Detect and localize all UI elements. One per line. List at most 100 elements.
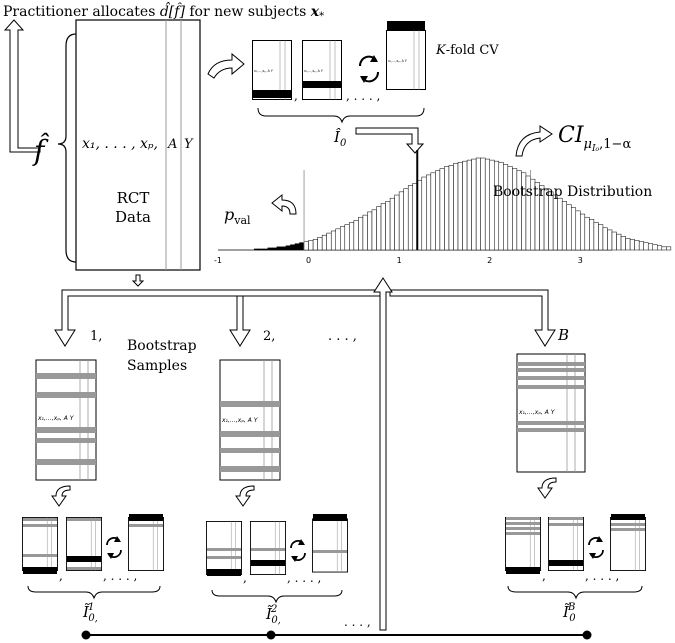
histogram-bar <box>321 234 327 251</box>
kfold-sep: , <box>294 89 298 103</box>
histogram-bar <box>557 197 563 251</box>
histogram-bar <box>403 188 409 251</box>
histogram-bar <box>575 210 581 251</box>
histogram-bar <box>652 244 658 251</box>
histogram-bar <box>380 203 386 251</box>
histogram-bar <box>376 206 382 251</box>
histogram-bar <box>552 194 558 251</box>
histogram-bar <box>457 161 463 251</box>
histogram-bar <box>462 160 468 251</box>
branch-label-b: B <box>557 326 569 344</box>
histogram-bar <box>267 247 273 251</box>
collection-line <box>81 630 592 640</box>
histogram-bar <box>349 222 355 251</box>
row2-sep: , <box>243 571 247 585</box>
branch-label-2: 2, <box>263 329 275 344</box>
histogram-bar <box>466 159 472 251</box>
svg-text:x₁,…,xₚ, A Y: x₁,…,xₚ, A Y <box>518 409 556 416</box>
histogram-bar <box>285 245 291 251</box>
rct-a-label: A <box>167 137 177 152</box>
kfold-brace <box>257 107 425 124</box>
rowb-sep: , <box>542 569 546 583</box>
histogram-bar <box>507 166 513 251</box>
histogram-bar <box>607 229 613 251</box>
histogram-bar <box>634 240 640 251</box>
histogram-bar <box>294 243 300 251</box>
header-text: Practitioner allocates d̂[f̂] for new su… <box>3 1 324 22</box>
histogram-bar <box>426 174 432 251</box>
histogram-bar <box>647 243 654 251</box>
histogram-bar <box>439 168 445 251</box>
histogram-bar <box>589 219 595 251</box>
pval-arrow <box>271 193 297 215</box>
cv-row-1 <box>22 514 164 574</box>
histogram-bar <box>453 163 459 251</box>
histogram-bar <box>317 237 323 251</box>
histogram-bar <box>489 159 495 251</box>
histogram-bar <box>512 168 518 251</box>
pval-label: pval <box>224 205 251 227</box>
histogram-bar <box>276 246 282 251</box>
histogram-bar <box>484 158 490 251</box>
branch-label-1: 1, <box>90 329 102 344</box>
histogram-bar <box>308 240 314 251</box>
svg-text:x₁,…,xₚ, A Y: x₁,…,xₚ, A Y <box>221 417 259 424</box>
kfold-mini-k: x₁,…,xₚ, A Y <box>386 21 426 91</box>
ci-label: CIμI₀,1−α <box>558 123 631 154</box>
histogram-bar <box>616 233 622 251</box>
histogram-bar <box>661 246 667 251</box>
kfold-mini-1: x₁,…,xₚ, A Y <box>252 40 292 100</box>
histogram-bar <box>258 248 264 251</box>
arrow-to-histogram <box>355 127 425 154</box>
distribution-pipes <box>54 277 556 631</box>
kfold-dots: , . . . , <box>346 89 380 103</box>
rct-data-box <box>75 19 201 271</box>
histogram-bar <box>340 226 346 251</box>
histogram-bar <box>367 211 373 251</box>
kfold-mini-2: x₁,…,xₚ, A Y <box>302 40 342 100</box>
bottom-braces <box>27 585 643 604</box>
histogram-bar <box>657 245 663 251</box>
cv-row-2 <box>206 514 348 576</box>
histogram-bar <box>643 242 649 251</box>
histogram-bar <box>263 248 269 251</box>
histogram-bar <box>598 224 604 251</box>
rct-label-line2: Data <box>115 208 151 226</box>
histogram-bar <box>358 216 364 251</box>
histogram-tick-label: 1 <box>397 256 402 265</box>
cv-row-1-cycle-icon <box>106 536 122 559</box>
histogram-bar <box>435 170 441 251</box>
bootstrap-samples-line1: Bootstrap <box>127 338 197 354</box>
histogram-bar <box>561 201 567 251</box>
histogram-bar <box>272 247 278 251</box>
f-hat-label: f̂ <box>32 133 50 167</box>
rowb-dots: , . . . , <box>585 569 619 583</box>
histogram-bar <box>593 222 599 251</box>
rct-label-line1: RCT <box>117 189 150 207</box>
bootstrap-sample-2: x₁,…,xₚ, A Y <box>219 359 281 481</box>
histogram-bar <box>253 248 260 251</box>
svg-text:x₁,…,xₚ, A Y: x₁,…,xₚ, A Y <box>388 59 407 63</box>
histogram-bar <box>480 157 486 251</box>
histogram-bar <box>566 204 572 251</box>
histogram-bar <box>335 228 341 251</box>
histogram-bar <box>625 238 631 251</box>
histogram-bar <box>602 227 608 251</box>
histogram-bar <box>398 191 404 251</box>
histogram-bar <box>498 161 504 251</box>
histogram-bar <box>353 220 359 251</box>
cv-row-2-cycle-icon <box>290 539 306 562</box>
histogram-bar <box>516 170 522 251</box>
histogram-bar <box>548 191 554 251</box>
histogram-bar <box>629 239 635 251</box>
histogram-bar <box>407 185 413 251</box>
cv-row-b <box>505 514 646 574</box>
kfold-cycle-icon <box>358 55 380 83</box>
i0-label: Î0 <box>333 128 347 149</box>
histogram-bar <box>620 236 626 251</box>
histogram-bar <box>430 172 436 251</box>
histogram-bar <box>344 224 350 251</box>
